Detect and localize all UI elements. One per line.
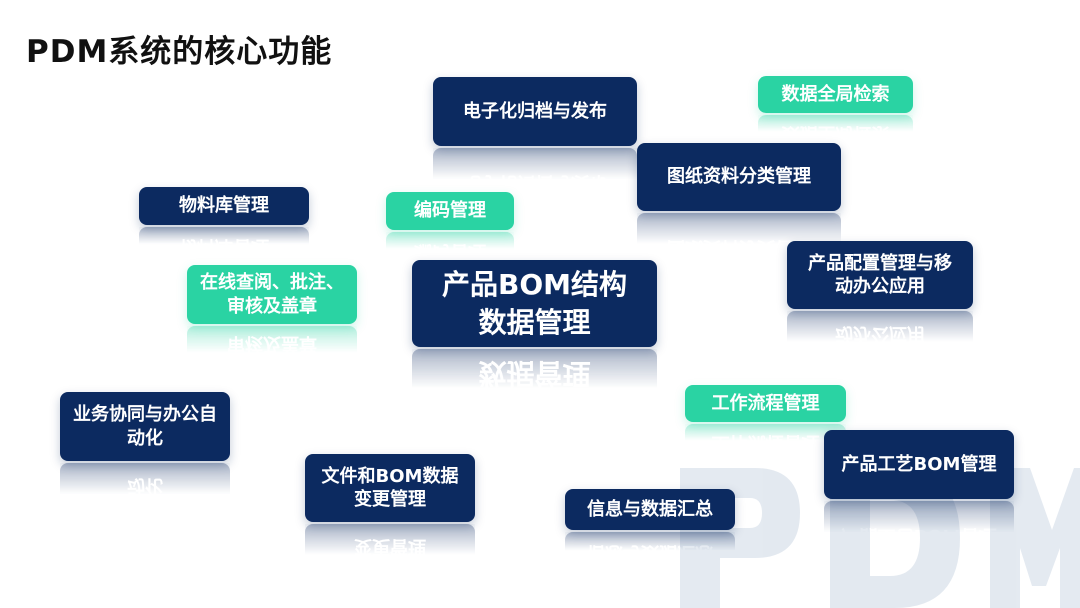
feature-info-summary: 信息与数据汇总 bbox=[565, 489, 735, 530]
feature-material-library: 物料库管理 bbox=[139, 187, 309, 225]
watermark-letter-d bbox=[830, 468, 960, 608]
feature-drawing-classification: 图纸资料分类管理 bbox=[637, 143, 841, 211]
feature-collaboration-oa: 业务协同与办公自动化 bbox=[60, 392, 230, 461]
feature-online-review: 在线查阅、批注、审核及盖章 bbox=[187, 265, 357, 324]
feature-change-management: 文件和BOM数据变更管理 bbox=[305, 454, 475, 522]
feature-config-mobile: 产品配置管理与移动办公应用 bbox=[787, 241, 973, 309]
feature-bom-structure: 产品BOM结构数据管理 bbox=[412, 260, 657, 347]
watermark-letter-m bbox=[990, 468, 1080, 608]
feature-process-bom: 产品工艺BOM管理 bbox=[824, 430, 1014, 499]
feature-workflow: 工作流程管理 bbox=[685, 385, 846, 422]
feature-coding: 编码管理 bbox=[386, 192, 514, 230]
page-title: PDM系统的核心功能 bbox=[26, 34, 333, 70]
feature-archive-publish: 电子化归档与发布 bbox=[433, 77, 637, 146]
feature-global-search: 数据全局检索 bbox=[758, 76, 913, 113]
